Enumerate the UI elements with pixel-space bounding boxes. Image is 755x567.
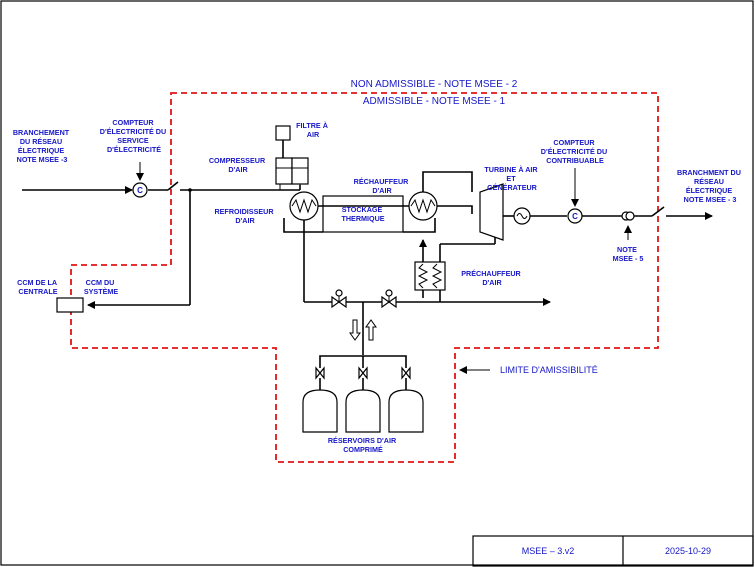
air-heater-label: RÉCHAUFFEUR D'AIR bbox=[354, 177, 411, 195]
generator bbox=[503, 207, 567, 225]
drawing-date: 2025-10-29 bbox=[665, 546, 711, 556]
title-block: MSEE – 3.v2 2025-10-29 bbox=[472, 535, 754, 567]
limit-label: LIMITE D'AMISSIBILITÉ bbox=[500, 365, 598, 375]
plant-ccm-label: CCM DE LA CENTRALE bbox=[17, 278, 59, 296]
taxpayer-meter: C bbox=[567, 168, 623, 224]
utility-meter-label: COMPTEUR D'ÉLECTRICITÉ DU SERVICE D'ÉLEC… bbox=[100, 118, 168, 154]
admissibility-boundary bbox=[70, 92, 659, 463]
flow-direction-arrows bbox=[349, 319, 377, 341]
reservoir-1 bbox=[302, 366, 338, 433]
reservoir-manifold bbox=[319, 355, 407, 368]
taxpayer-meter-symbol: C bbox=[572, 212, 578, 221]
air-heater bbox=[408, 191, 438, 221]
admissible-label: ADMISSIBLE - NOTE MSEE - 1 bbox=[363, 96, 506, 107]
turbine-label: TURBINE À AIR ET GÉNÉRATEUR bbox=[484, 165, 539, 192]
reservoir-2 bbox=[345, 366, 381, 433]
grid-right-label: BRANCHMENT DU RÉSEAU ÉLECTRIQUE NOTE MSE… bbox=[677, 168, 743, 204]
electrical-lines bbox=[22, 181, 301, 309]
air-cooler bbox=[289, 191, 319, 221]
system-ccm-label: CCM DU SYSTÈME bbox=[84, 278, 119, 296]
non-admissible-label: NON ADMISSIBLE - NOTE MSEE - 2 bbox=[351, 79, 518, 90]
thermal-storage-label: STOCKAGE THERMIQUE bbox=[341, 205, 384, 223]
taxpayer-meter-label: COMPTEUR D'ÉLECTRICITÉ DU CONTRIBUABLE bbox=[541, 138, 609, 165]
air-turbine bbox=[479, 183, 504, 241]
air-compressor bbox=[275, 157, 309, 190]
grid-left-label: BRANCHEMENT DU RÉSEAU ÉLECTRIQUE NOTE MS… bbox=[13, 128, 71, 164]
preheater-label: PRÉCHAUFFEUR D'AIR bbox=[461, 269, 523, 287]
utility-meter: C bbox=[132, 162, 148, 198]
reservoir-3 bbox=[388, 366, 424, 433]
thermal-storage-box bbox=[322, 195, 404, 233]
air-filter-label: FILTRE À AIR bbox=[296, 121, 330, 139]
air-compressor-label: COMPRESSEUR D'AIR bbox=[209, 156, 267, 174]
current-transformer bbox=[621, 211, 652, 240]
air-filter bbox=[275, 125, 291, 158]
output-line bbox=[651, 206, 713, 220]
note5-label: NOTE MSEE - 5 bbox=[613, 245, 644, 263]
valve-left bbox=[331, 289, 347, 309]
drawing-id: MSEE – 3.v2 bbox=[522, 546, 575, 556]
utility-meter-symbol: C bbox=[137, 186, 143, 195]
plant-ccm-box bbox=[56, 297, 84, 313]
air-preheater bbox=[414, 261, 446, 291]
reservoirs-label: RÉSERVOIRS D'AIR COMPRIMÉ bbox=[328, 436, 398, 454]
valve-right bbox=[381, 289, 397, 309]
air-cooler-label: REFROIDISSEUR D'AIR bbox=[214, 207, 275, 225]
